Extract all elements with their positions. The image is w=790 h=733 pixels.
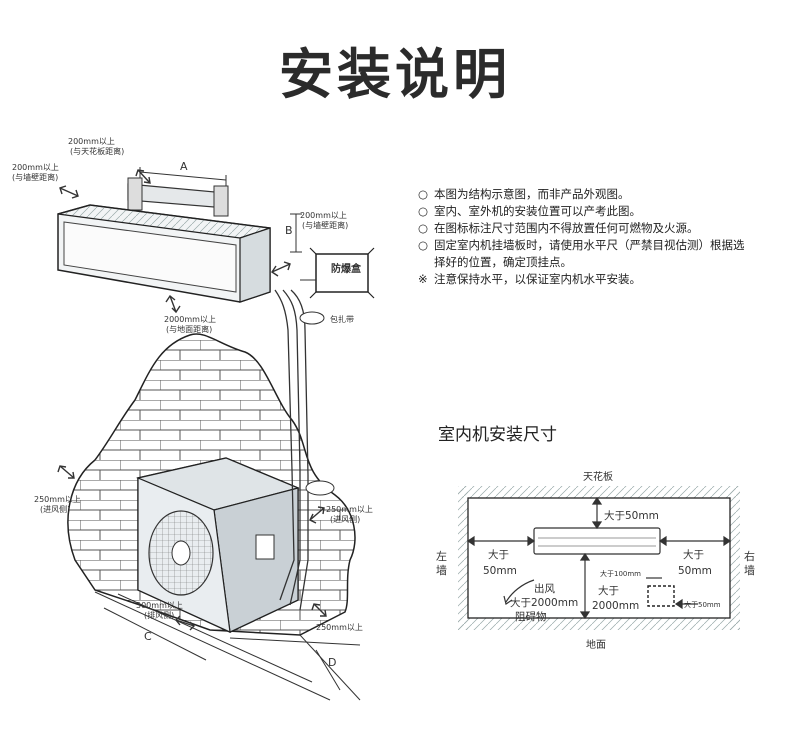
arrow-outdoor-right-icon <box>309 506 325 524</box>
floor-lines <box>94 591 361 701</box>
dimension-b <box>290 213 302 253</box>
indoor-unit <box>57 177 271 303</box>
outlet-obstacle-label: 出风 大于2000mm 阻碍物 <box>510 582 582 623</box>
tape-roll <box>299 311 325 325</box>
room-frame <box>458 486 740 630</box>
pipe-clip <box>305 480 335 496</box>
left-wall-label: 左 墙 <box>436 550 451 577</box>
arrow-down-icon <box>165 294 181 314</box>
right-clearance-label: 200mm以上 (与墙壁距离) <box>300 211 349 230</box>
arrow-top-icon <box>135 169 151 184</box>
outdoor-right-clearance-label: 250mm以上 (进风侧) <box>326 505 375 524</box>
right-gap-label: 大于 50mm <box>678 548 712 577</box>
arrow-outdoor-front-icon <box>311 603 327 617</box>
note-item: ○室内、室外机的安装位置可以产考此图。 <box>418 204 641 218</box>
outdoor-bottom-clearance-label: 500mm以上 (排风侧) <box>136 601 185 620</box>
right-wall-label: 右 墙 <box>744 549 759 577</box>
dimension-c <box>103 607 207 661</box>
ceiling-label: 天花板 <box>583 470 613 483</box>
leak-proof-box <box>300 247 375 299</box>
arrow-left-icon <box>59 185 79 199</box>
page-title: 安装说明 <box>279 43 511 106</box>
section-arrows <box>466 496 732 620</box>
tape-label: 包扎带 <box>330 314 354 324</box>
label-b: B <box>285 224 293 237</box>
top-gap-label: 大于50mm <box>604 509 659 522</box>
note-item: ○本图为结构示意图，而非产品外观图。 <box>418 187 630 201</box>
note-item: ※注意保持水平，以保证室内机水平安装。 <box>418 272 641 286</box>
label-a: A <box>180 160 188 173</box>
section-pipe-box <box>647 585 675 607</box>
note-item: ○在图标标注尺寸范围内不得放置任何可燃物及火源。 <box>418 221 699 235</box>
left-clearance-label: 200mm以上 (与墙壁距离) <box>12 163 61 182</box>
pipe-gap-100-label: 大于100mm <box>600 569 641 578</box>
arrow-outdoor-bottom-icon <box>175 615 195 631</box>
outdoor-unit <box>136 457 300 633</box>
section-indoor-unit <box>533 527 661 555</box>
indoor-section-heading: 室内机安装尺寸 <box>438 425 557 445</box>
clearance-arrows <box>57 169 327 631</box>
airflow-arrow-icon <box>503 579 535 605</box>
notes-list: ○本图为结构示意图，而非产品外观图。 ○室内、室外机的安装位置可以产考此图。 ○… <box>418 186 780 288</box>
bottom-clearance-label: 2000mm以上 (与地面距离) <box>164 315 219 334</box>
pipe-gap-50-label: 大于50mm <box>684 600 721 609</box>
height-gap-label: 大于 2000mm <box>592 584 639 612</box>
top-clearance-label: 200mm以上 (与天花板距离) <box>68 137 124 156</box>
left-gap-label: 大于 50mm <box>483 548 517 577</box>
dimension-d <box>315 649 341 691</box>
label-d: D <box>328 656 336 669</box>
outdoor-front-clearance-label: 250mm以上 <box>316 623 363 632</box>
outdoor-left-clearance-label: 250mm以上 (进风侧) <box>34 495 83 514</box>
floor-label: 地面 <box>586 638 606 651</box>
arrow-outdoor-left-icon <box>57 465 75 479</box>
leak-box-label: 防爆盒 <box>331 262 362 275</box>
arrow-right-icon <box>271 261 291 277</box>
note-item: ○固定室内机挂墙板时，请使用水平尺（严禁目视估测）根据选 <box>418 238 745 252</box>
label-c: C <box>144 630 152 643</box>
note-item: 择好的位置，确定顶挂点。 <box>434 255 572 269</box>
